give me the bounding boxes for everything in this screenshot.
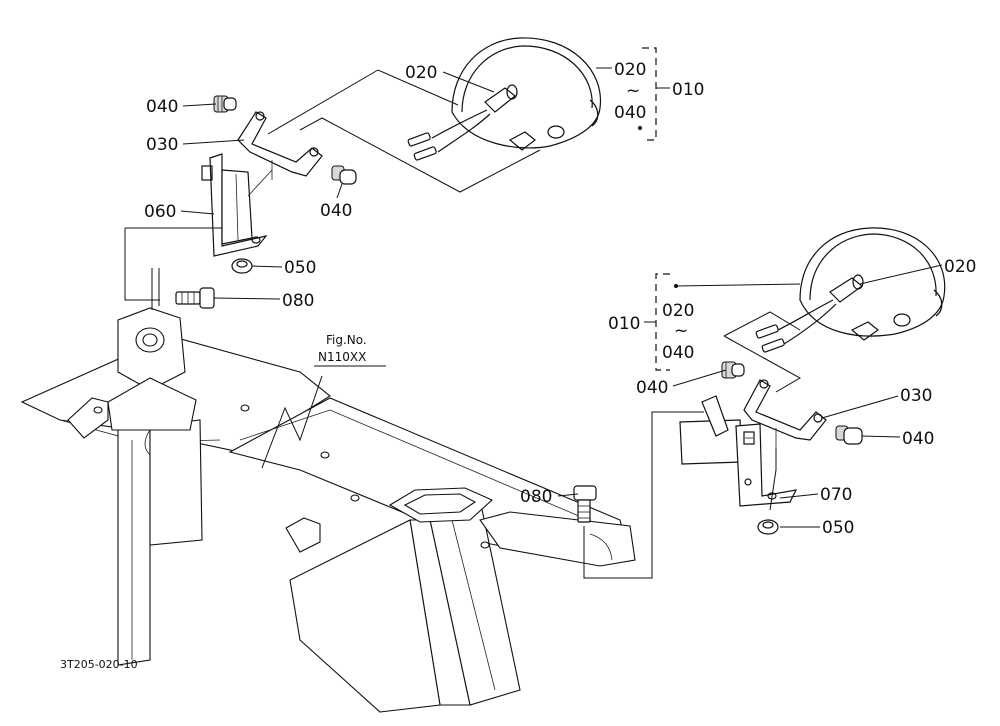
callout-range-sep-left: ~: [626, 81, 640, 101]
callout-stay-bolt-left: 080: [282, 291, 314, 311]
left-lamp-bracket: [237, 111, 323, 180]
callout-stay-right: 070: [820, 485, 852, 505]
callout-labels: 020 040 030 040 060 050 080 010 020 ~ 04…: [60, 60, 976, 671]
right-lamp-bracket: [743, 379, 827, 448]
left-nut: [231, 258, 253, 274]
left-range-dot: [638, 126, 642, 130]
callout-bracket-right: 030: [900, 386, 932, 406]
callout-range-to-left: 040: [614, 103, 646, 123]
left-bolt-upper: [213, 95, 237, 113]
tractor-frame: [20, 268, 636, 713]
left-assembly-lines: [124, 69, 541, 301]
figure-ref-line1: Fig.No.: [326, 333, 367, 347]
callout-bolt-lower-left: 040: [320, 201, 352, 221]
callout-range-from-left: 020: [614, 60, 646, 80]
right-nut: [757, 519, 779, 535]
callout-range-from-right: 020: [662, 301, 694, 321]
callout-assembly-left: 010: [672, 80, 704, 100]
callout-bracket-left: 030: [146, 135, 178, 155]
callout-range-sep-right: ~: [674, 321, 688, 341]
left-lamp-stay: [201, 153, 273, 257]
callout-nut-left: 050: [284, 258, 316, 278]
drawing-number: 3T205-020-10: [60, 658, 138, 671]
callout-nut-right: 050: [822, 518, 854, 538]
callout-stay-bolt-right: 080: [520, 487, 552, 507]
right-bolt-lower: [835, 425, 863, 445]
left-stay-bolt: [175, 287, 215, 309]
left-lamp-assembly: [124, 37, 657, 309]
left-bolt-lower: [331, 165, 357, 185]
right-lamp-assembly: [573, 227, 946, 579]
callout-assembly-right: 010: [608, 314, 640, 334]
callout-bolt-upper-left: 040: [146, 97, 178, 117]
leader-lines: [180, 67, 943, 528]
right-stay-bolt: [573, 485, 597, 523]
left-headlamp: [407, 37, 602, 161]
callout-range-to-right: 040: [662, 343, 694, 363]
callout-stay-left: 060: [144, 202, 176, 222]
callout-bolt-lower-right: 040: [902, 429, 934, 449]
left-range-bracket: [642, 47, 657, 141]
right-bolt-upper: [721, 361, 745, 379]
figure-ref-line2: N110XX: [318, 350, 366, 364]
callout-lamp-right: 020: [944, 257, 976, 277]
callout-lamp-left: 020: [405, 63, 437, 83]
right-assembly-lines: [583, 311, 802, 579]
right-lamp-stay: [679, 395, 798, 507]
right-headlamp: [755, 227, 946, 353]
callout-bolt-upper-right: 040: [636, 378, 668, 398]
